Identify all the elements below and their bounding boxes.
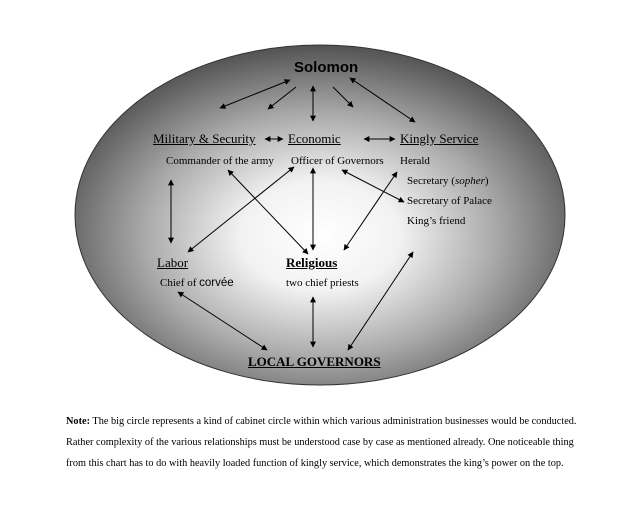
secretary-of-palace-label: Secretary of Palace	[407, 195, 492, 207]
labor-heading: Labor	[157, 255, 189, 270]
religious-heading: Religious	[286, 255, 338, 270]
arrow-labor-local	[177, 291, 268, 351]
commander-of-army-label: Commander of the army	[166, 155, 274, 167]
arrow-officer-secretary	[341, 169, 405, 203]
secretary-text: Secretary (	[407, 175, 455, 187]
note-paragraph: Note: The big circle represents a kind o…	[66, 411, 586, 474]
kingly-service-heading: Kingly Service	[400, 131, 479, 146]
chief-of-text: Chief of	[160, 277, 200, 289]
corvee-text: corvée	[199, 277, 234, 289]
secretary-sopher-label: Secretary (sopher)	[407, 174, 489, 188]
economic-heading: Economic	[288, 131, 341, 146]
officer-of-governors-label: Officer of Governors	[291, 155, 384, 167]
arrow-officer-labor	[187, 166, 295, 253]
solomon-title: Solomon	[294, 59, 359, 76]
arrow-solomon-military	[219, 79, 291, 109]
local-governors-heading: LOCAL GOVERNORS	[248, 354, 381, 369]
sopher-text: sopher	[454, 175, 485, 187]
two-chief-priests-label: two chief priests	[286, 277, 359, 289]
arrow-solomon-kingly	[349, 77, 416, 123]
military-security-heading: Military & Security	[153, 131, 256, 146]
herald-label: Herald	[400, 155, 430, 167]
arrow-solomon-left-inner	[267, 86, 297, 110]
cabinet-circle	[74, 44, 566, 386]
arrow-kingly-local	[347, 251, 414, 351]
note-label: Note:	[66, 416, 91, 427]
chief-of-corvee-label: Chief of corvée	[160, 276, 234, 290]
cabinet-diagram	[74, 44, 566, 386]
secretary-close-paren: )	[484, 175, 489, 187]
note-text: The big circle represents a kind of cabi…	[66, 416, 577, 469]
kings-friend-label: King’s friend	[407, 215, 466, 227]
